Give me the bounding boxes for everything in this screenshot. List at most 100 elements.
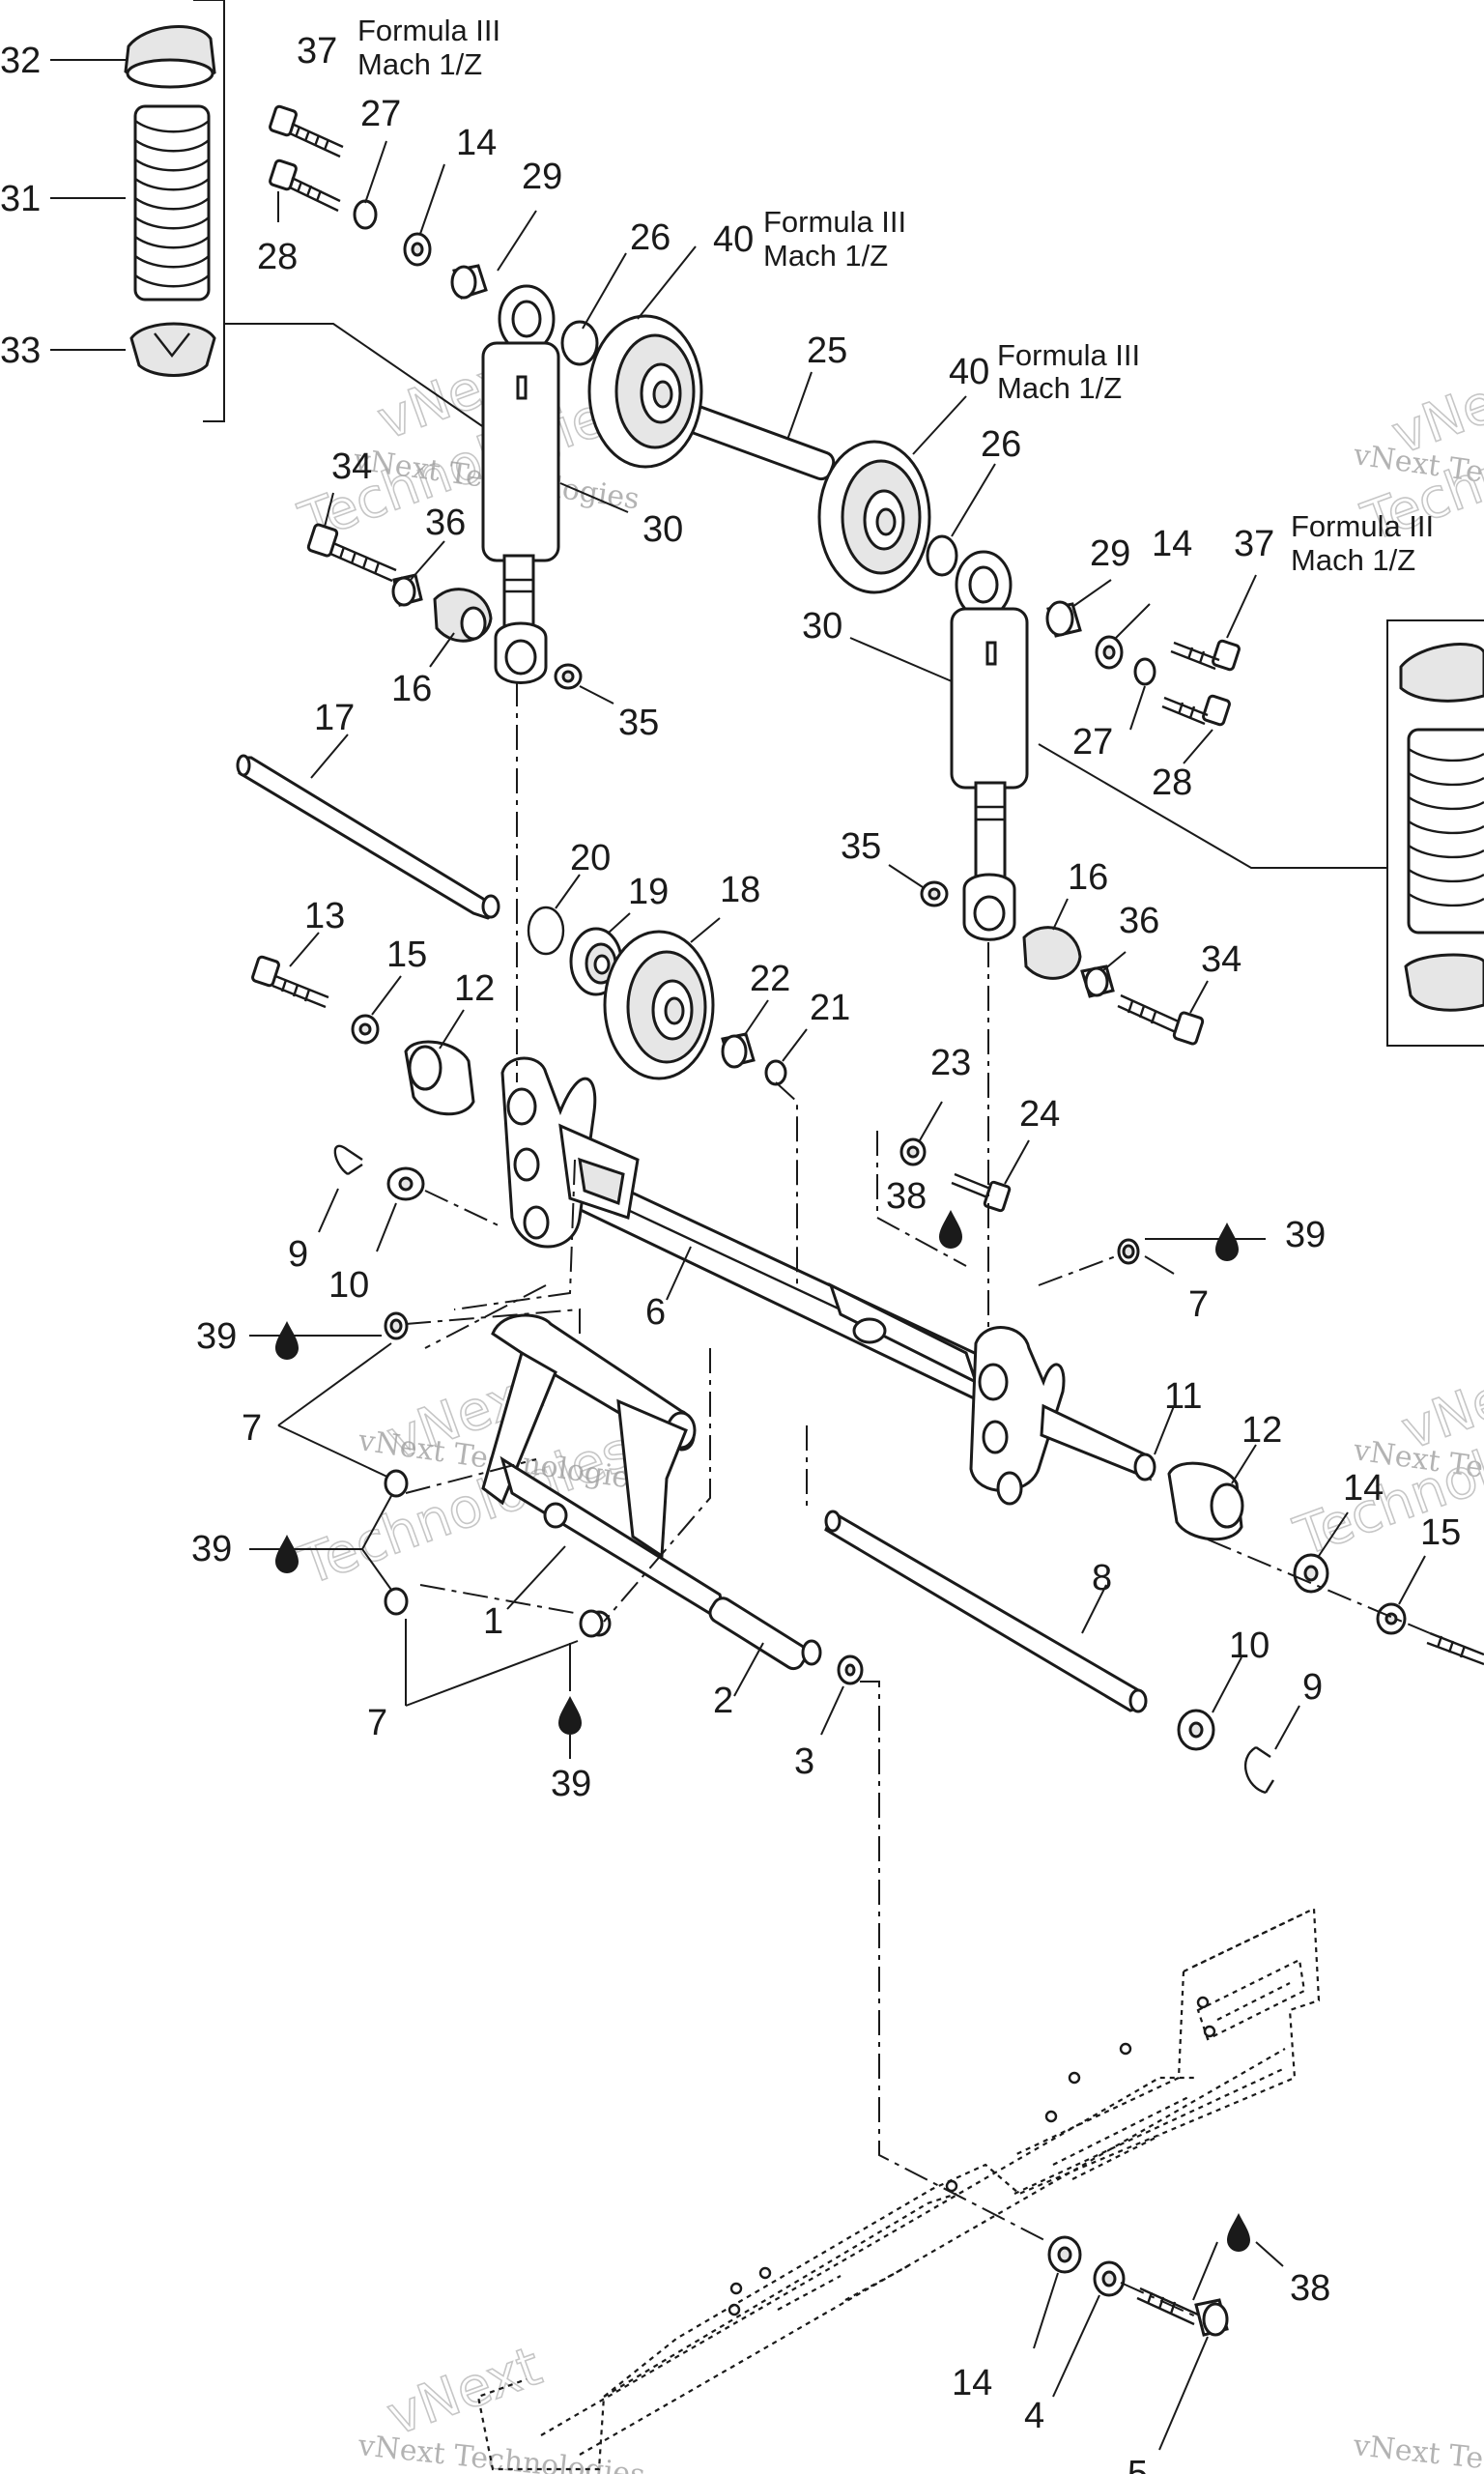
callout-28: 28	[1152, 762, 1192, 803]
callout-3: 3	[794, 1741, 814, 1782]
rear-arm: 1 2 3	[481, 1313, 864, 1782]
upper-right-fasteners: 29 14 37 Formula III Mach 1/Z 27 28	[1045, 509, 1434, 803]
rear-rod: 8 10 9	[824, 1510, 1323, 1795]
upper-left-fasteners: 37 Formula III Mach 1/Z 27 14 29 28	[257, 14, 562, 300]
callout-12: 12	[1241, 1410, 1282, 1451]
rail-fasteners: 38 14 4 5	[952, 2213, 1330, 2474]
idler-wheel	[603, 930, 715, 1080]
note-mach: Mach 1/Z	[763, 239, 888, 273]
watermark-brand: vNext Technologies	[1351, 2429, 1484, 2474]
callout-14: 14	[1343, 1468, 1384, 1509]
lower-right-fasteners: 35 16 36 34	[841, 826, 1241, 1046]
wheel-shaft-assembly: 17 20 19 18 22 21	[236, 698, 850, 1086]
callout-14: 14	[952, 2363, 992, 2403]
callout-16: 16	[391, 669, 432, 709]
callout-22: 22	[750, 959, 790, 999]
shock-absorber-left: 30	[481, 284, 683, 684]
callout-11: 11	[1164, 1376, 1202, 1417]
grease-fittings-lower: 39 7 39	[191, 1469, 604, 1804]
callout-5: 5	[1127, 2454, 1148, 2474]
callout-39: 39	[1285, 1215, 1326, 1255]
grease-drop-icon	[275, 1321, 299, 1360]
callout-19: 19	[628, 872, 669, 912]
callout-39: 39	[551, 1764, 591, 1804]
note-mach: Mach 1/Z	[1291, 543, 1415, 577]
callout-14: 14	[456, 123, 497, 163]
callout-34: 34	[331, 446, 372, 487]
callout-33: 33	[0, 331, 41, 371]
callout-7: 7	[1188, 1284, 1209, 1325]
callout-35: 35	[618, 703, 659, 743]
note-formula: Formula III	[763, 205, 906, 239]
callout-40: 40	[949, 352, 989, 392]
callout-25: 25	[807, 331, 847, 371]
callout-37: 37	[1234, 524, 1274, 564]
coil-spring	[133, 104, 211, 302]
callout-17: 17	[314, 698, 355, 738]
spring-kit-left: 32 31 33	[0, 0, 489, 431]
slide-rail	[476, 1907, 1321, 2471]
callout-27: 27	[1072, 722, 1113, 762]
callout-27: 27	[360, 94, 401, 134]
callout-38: 38	[886, 1176, 927, 1217]
front-pivot-fasteners: 13 15 12	[251, 896, 495, 1116]
callout-29: 29	[522, 157, 562, 197]
callout-7: 7	[367, 1703, 387, 1743]
watermark-short: vNext	[380, 2335, 550, 2448]
callout-8: 8	[1092, 1558, 1112, 1598]
callout-9: 9	[1302, 1667, 1323, 1708]
callout-4: 4	[1024, 2396, 1044, 2436]
grease-drop-icon	[1215, 1223, 1239, 1261]
callout-36: 36	[1119, 901, 1159, 941]
grease-fitting-right: 39 7	[1117, 1215, 1326, 1325]
callout-12: 12	[454, 968, 495, 1009]
watermark-short: vNext	[1384, 354, 1484, 467]
right-pivot-parts: 11 12 14 15	[1040, 1376, 1484, 1666]
callout-29: 29	[1090, 533, 1130, 574]
upper-axle-assembly: 26 40 Formula III Mach 1/Z 25 40 Formula…	[560, 205, 1140, 594]
spring-kit-right	[1038, 619, 1484, 1047]
callout-26: 26	[630, 217, 671, 258]
center-bolt: 23 24 38	[886, 1043, 1060, 1249]
callout-24: 24	[1019, 1094, 1060, 1135]
callout-14: 14	[1152, 524, 1192, 564]
spring-seat	[129, 322, 216, 377]
note-formula: Formula III	[1291, 509, 1434, 543]
callout-20: 20	[570, 838, 611, 878]
callout-13: 13	[304, 896, 345, 936]
callout-9: 9	[288, 1234, 308, 1275]
callout-30: 30	[642, 509, 683, 550]
callout-38: 38	[1290, 2268, 1330, 2309]
callout-31: 31	[0, 179, 41, 219]
grease-drop-icon	[1227, 2213, 1250, 2252]
callout-39: 39	[196, 1316, 237, 1357]
callout-26: 26	[981, 424, 1021, 465]
callout-10: 10	[1229, 1625, 1270, 1666]
callout-10: 10	[328, 1265, 369, 1306]
callout-15: 15	[1420, 1512, 1461, 1553]
callout-35: 35	[841, 826, 881, 867]
callout-40: 40	[713, 219, 754, 260]
grease-drop-icon	[939, 1210, 962, 1249]
note-mach: Mach 1/Z	[357, 47, 482, 81]
idler-wheel	[587, 314, 703, 469]
callout-7: 7	[242, 1408, 262, 1449]
grease-drop-icon	[275, 1535, 299, 1573]
retainer-left: 9 10	[288, 1144, 425, 1306]
centerlines	[405, 681, 1431, 2318]
watermarks: vNext Technologies vNext Technologies vN…	[291, 338, 1484, 2474]
cross-arm: 6	[500, 1056, 1066, 1506]
callout-36: 36	[425, 503, 466, 543]
callout-1: 1	[483, 1601, 503, 1642]
callout-21: 21	[810, 988, 850, 1028]
callout-34: 34	[1201, 939, 1241, 980]
note-formula: Formula III	[997, 338, 1140, 372]
callout-32: 32	[0, 41, 41, 81]
callout-6: 6	[645, 1292, 666, 1333]
idler-wheel	[817, 440, 931, 594]
callout-16: 16	[1068, 857, 1108, 898]
note-formula: Formula III	[357, 14, 500, 47]
callout-23: 23	[930, 1043, 971, 1083]
lower-left-fasteners: 34 36 16 35	[306, 446, 659, 743]
